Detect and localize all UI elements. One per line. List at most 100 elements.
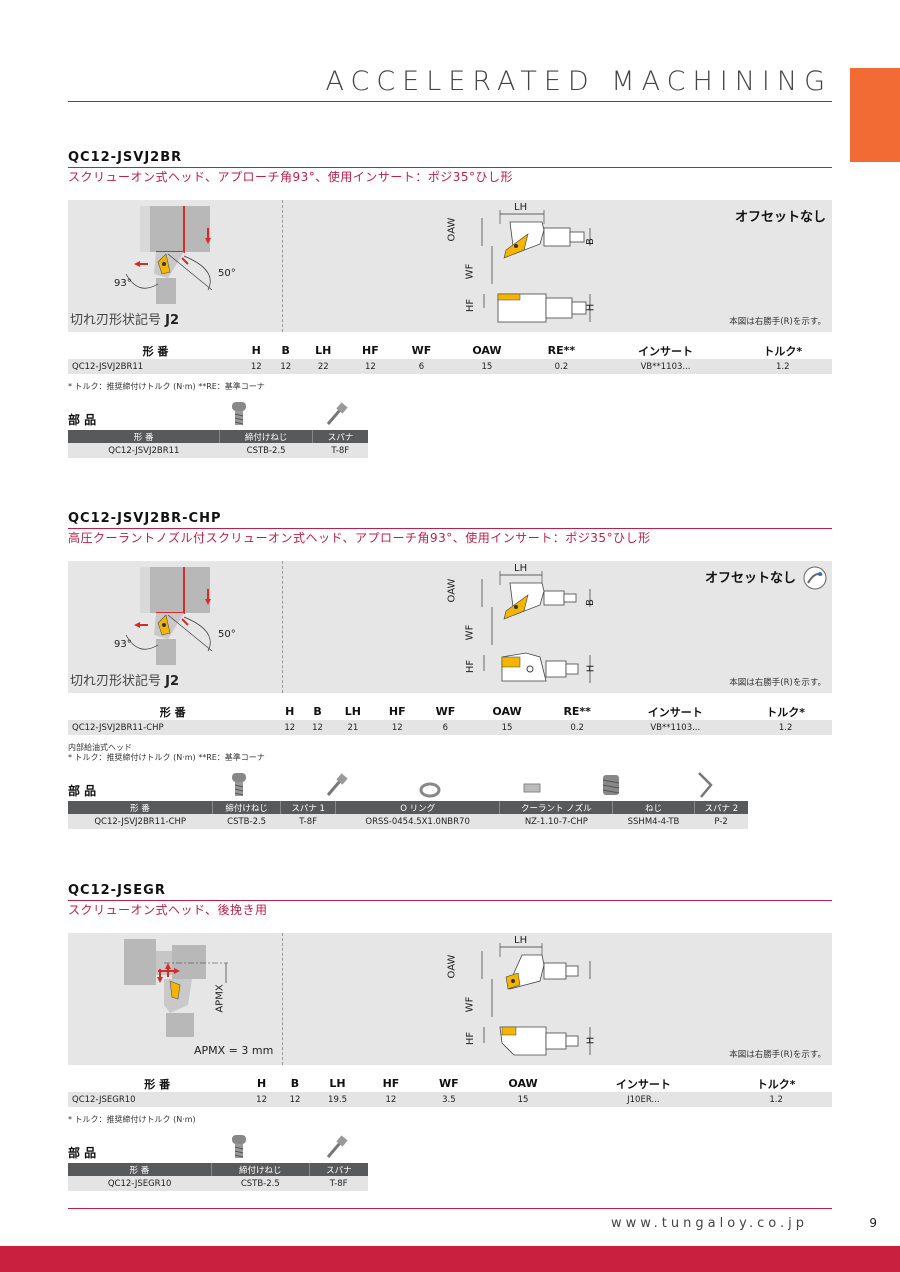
tool-diagram: 93° 50° 切れ刃形状記号 J2 LH OAW WF B xyxy=(68,561,832,693)
column-header: WF xyxy=(439,1077,459,1090)
table-cell: 22 xyxy=(299,359,347,374)
table-cell: J10ER... xyxy=(566,1092,721,1107)
table-cell: 1.2 xyxy=(720,1092,832,1107)
diagram-divider xyxy=(282,200,283,332)
footer-url[interactable]: www.tungaloy.co.jp xyxy=(610,1216,808,1231)
column-header: LH xyxy=(329,1077,346,1090)
hex-key-icon xyxy=(698,772,713,798)
table-cell: 0.2 xyxy=(543,720,612,735)
column-header: H xyxy=(256,1077,267,1090)
edge-shape-text: 切れ刃形状記号 xyxy=(70,674,162,689)
dimension-drawing xyxy=(481,571,591,683)
dim-lh: LH xyxy=(514,563,528,574)
table-cell: 1.2 xyxy=(739,720,832,735)
angle-93-label: 93° xyxy=(114,639,132,650)
column-header: インサート xyxy=(638,344,694,358)
column-header: OAW xyxy=(492,705,522,718)
diagram-divider xyxy=(282,933,283,1065)
section-rule xyxy=(68,900,832,901)
table-cell: 12 xyxy=(278,1092,312,1107)
column-header: HF xyxy=(388,705,406,718)
tool-diagram: 93° 50° 切れ刃形状記号 J2 LH OAW WF B HF xyxy=(68,200,832,332)
parts-column-header: スパナ 2 xyxy=(694,801,748,814)
brand-title: ACCELERATED MACHINING xyxy=(325,66,832,97)
dim-b: B xyxy=(584,599,596,606)
parts-column-header: スパナ xyxy=(312,430,368,443)
column-header: RE** xyxy=(547,344,576,357)
dim-h: H xyxy=(585,664,597,673)
header-rule xyxy=(68,101,832,102)
back-turning-diagram xyxy=(124,939,228,1037)
angle-50-label: 50° xyxy=(218,268,236,279)
column-header: インサート xyxy=(647,705,703,719)
column-header: B xyxy=(290,1077,300,1090)
parts-column-header: O リング xyxy=(335,801,501,814)
table-cell: 15 xyxy=(448,359,526,374)
apmx-value: APMX = 3 mm xyxy=(194,1044,274,1057)
table-cell: 12 xyxy=(241,359,272,374)
parts-cell: QC12-JSVJ2BR11 xyxy=(68,443,220,458)
dimension-drawing xyxy=(481,943,591,1056)
parts-column-header: 締付けねじ xyxy=(211,1163,310,1176)
dim-oaw: OAW xyxy=(446,954,458,979)
section-subtitle: 高圧クーラントノズル付スクリューオン式ヘッド、アプローチ角93°、使用インサート… xyxy=(68,531,651,545)
column-header: 形 番 xyxy=(142,344,169,358)
column-header: HF xyxy=(382,1077,400,1090)
angle-50-label: 50° xyxy=(218,629,236,640)
parts-column-header: 締付けねじ xyxy=(219,430,314,443)
section-title: QC12-JSEGR xyxy=(68,883,166,898)
footnote-line-1: 内部給油式ヘッド xyxy=(68,743,132,752)
column-header: LH xyxy=(344,705,361,718)
table-cell: 15 xyxy=(479,1092,567,1107)
dim-h: H xyxy=(585,1036,597,1045)
column-header: OAW xyxy=(472,344,502,357)
edge-shape-label: 切れ刃形状記号 J2 xyxy=(70,670,179,689)
wrench-icon xyxy=(326,773,348,796)
column-header: B xyxy=(313,705,322,718)
parts-cell: P-2 xyxy=(694,814,748,829)
tool-diagram: APMX APMX = 3 mm LH OAW WF HF H 本図は右勝手 xyxy=(68,933,832,1065)
screw-icon xyxy=(232,402,246,425)
section-subtitle: スクリューオン式ヘッド、アプローチ角93°、使用インサート：ポジ35°ひし形 xyxy=(68,170,514,184)
column-header: 形 番 xyxy=(144,1077,171,1091)
parts-cell: CSTB-2.5 xyxy=(219,443,313,458)
dim-wf: WF xyxy=(464,263,476,280)
dim-wf: WF xyxy=(464,996,476,1013)
table-cell: QC12-JSVJ2BR11 xyxy=(68,359,242,374)
parts-label: 部 品 xyxy=(68,784,97,798)
wrench-icon xyxy=(326,1135,348,1158)
parts-cell: ORSS-0454.5X1.0NBR70 xyxy=(335,814,500,829)
parts-column-header: 形 番 xyxy=(68,801,213,814)
screw-icon xyxy=(232,1135,246,1158)
parts-cell: QC12-JSVJ2BR11-CHP xyxy=(68,814,213,829)
edge-shape-code: J2 xyxy=(165,313,180,328)
table-cell: 12 xyxy=(346,359,395,374)
parts-cell: QC12-JSEGR10 xyxy=(68,1176,212,1191)
parts-label: 部 品 xyxy=(68,1146,97,1160)
parts-label: 部 品 xyxy=(68,413,97,427)
parts-cell: T-8F xyxy=(309,1176,368,1191)
column-header: LH xyxy=(315,344,332,357)
section-qc12-jsvj2br: QC12-JSVJ2BR スクリューオン式ヘッド、アプローチ角93°、使用インサ… xyxy=(68,150,832,458)
dim-hf: HF xyxy=(465,1031,477,1046)
section-title: QC12-JSVJ2BR xyxy=(68,150,183,165)
diagram-divider xyxy=(282,561,283,693)
column-header: H xyxy=(251,344,261,357)
offset-label: オフセットなし xyxy=(704,571,796,586)
parts-column-header: クーラント ノズル xyxy=(499,801,614,814)
footnote: * トルク：推奨締付けトルク (N·m) xyxy=(68,1115,196,1124)
hand-note: 本図は右勝手(R)を示す。 xyxy=(729,1050,826,1060)
parts-column-header: スパナ xyxy=(309,1163,368,1176)
cutting-edge-diagram xyxy=(125,206,213,304)
parts-cell: T-8F xyxy=(280,814,336,829)
table-cell: 3.5 xyxy=(417,1092,480,1107)
table-cell: 12 xyxy=(304,720,331,735)
column-header: WF xyxy=(411,344,432,357)
parts-header: 部 品 xyxy=(68,1129,832,1163)
table-cell: 6 xyxy=(419,720,472,735)
